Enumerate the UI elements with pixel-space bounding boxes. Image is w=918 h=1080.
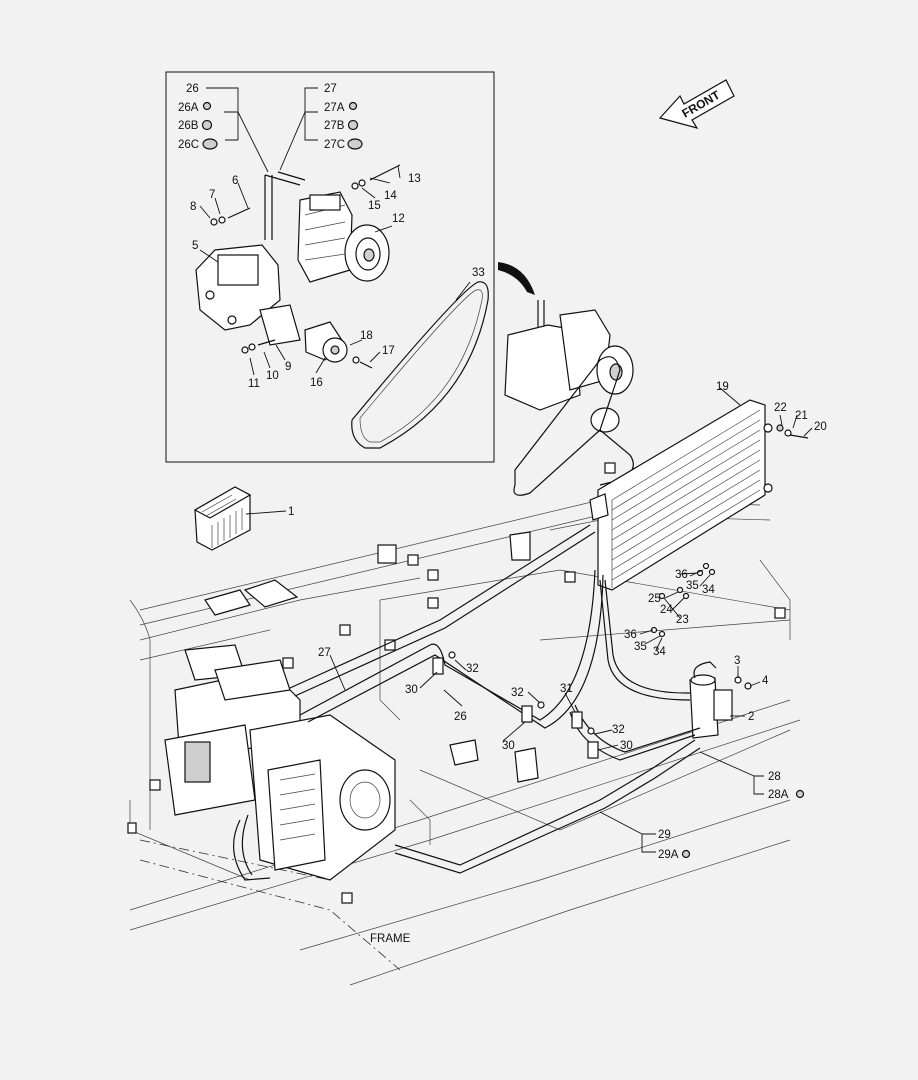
callout-12: 12 [392,213,405,225]
callout-27c: 27C [324,139,345,151]
inset-fasteners [210,164,401,369]
refrigerant-hoses [289,424,809,874]
callout-19: 19 [716,381,729,393]
callout-15: 15 [368,200,381,212]
callout-36-upper: 36 [675,569,688,581]
condenser [589,399,773,591]
callout-27: 27 [324,83,337,95]
callout-29: 29 [658,829,671,841]
callout-34-upper: 34 [702,584,715,596]
compressor-installed [504,300,634,496]
callout-26c: 26C [178,139,199,151]
callout-16: 16 [310,377,323,389]
callout-17: 17 [382,345,395,357]
callout-6: 6 [232,175,238,187]
callout-23: 23 [676,614,689,626]
callout-26a: 26A [178,102,199,114]
callout-13: 13 [408,173,421,185]
bracket-inset [195,244,301,346]
callout-7: 7 [209,189,215,201]
callout-26b: 26B [178,120,199,132]
leader-lines [199,87,813,853]
callout-labels: 26 26A 26B 26C 27 27A 27B 27C 6 7 8 5 13… [178,83,827,861]
callout-9: 9 [285,361,291,373]
compressor-inset [297,191,390,283]
idler-pulley-inset [304,321,348,363]
oring-icons [201,101,805,859]
callout-32-c: 32 [612,724,625,736]
callout-24: 24 [660,604,673,616]
callout-4: 4 [762,675,769,687]
inset-hoses [264,171,306,240]
callout-5: 5 [192,240,198,252]
inset-pointer-arrow [498,262,535,295]
callout-27-main: 27 [318,647,331,659]
callout-11: 11 [248,378,260,390]
callout-36-lower: 36 [624,629,637,641]
callout-25: 25 [648,593,661,605]
callout-3: 3 [734,655,740,667]
callout-29a: 29A [658,849,679,861]
callout-30-a: 30 [405,684,418,696]
callout-21: 21 [795,410,808,422]
callout-31: 31 [560,683,573,695]
front-arrow [658,79,735,129]
callout-27a: 27A [324,102,345,114]
callout-20: 20 [814,421,827,433]
vehicle-frame [127,462,801,986]
frame-label: FRAME [370,933,411,945]
callout-28a: 28A [768,789,789,801]
callout-10: 10 [266,370,279,382]
callout-22: 22 [774,402,787,414]
callout-30-c: 30 [620,740,633,752]
callout-35-lower: 35 [634,641,647,653]
callout-8: 8 [190,201,196,213]
receiver-drier [689,661,752,739]
callout-27b: 27B [324,120,345,132]
callout-33: 33 [472,267,485,279]
ac-controller [193,486,252,551]
callout-28: 28 [768,771,781,783]
belt-inset [351,281,489,449]
callout-32-b: 32 [511,687,524,699]
callout-26-main: 26 [454,711,467,723]
hvac-unit [164,644,396,881]
callout-32-a: 32 [466,663,479,675]
callout-14: 14 [384,190,397,202]
callout-26: 26 [186,83,199,95]
compressor-inset-box [165,71,495,463]
callout-18: 18 [360,330,373,342]
callout-34-lower: 34 [653,646,666,658]
callout-35-upper: 35 [686,580,699,592]
callout-1: 1 [288,506,294,518]
callout-30-b: 30 [502,740,515,752]
callout-2: 2 [748,711,754,723]
